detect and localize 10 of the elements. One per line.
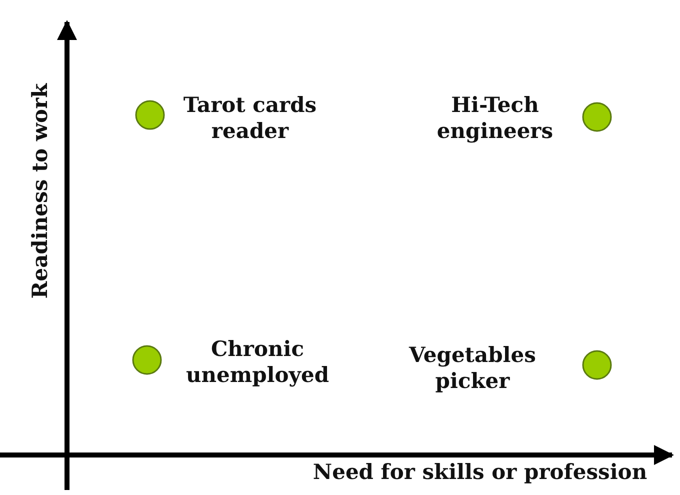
quadrant-label: Vegetables picker bbox=[408, 342, 537, 394]
quadrant-label: Hi-Tech engineers bbox=[436, 92, 554, 144]
dot-marker bbox=[135, 100, 165, 130]
dot-marker bbox=[582, 350, 612, 380]
quadrant-label: Chronic unemployed bbox=[184, 336, 330, 388]
quadrant-label: Tarot cards reader bbox=[182, 92, 318, 144]
axis-title: Need for skills or profession bbox=[312, 459, 648, 485]
axis-title: Readiness to work bbox=[27, 82, 53, 301]
dot-marker bbox=[132, 345, 162, 375]
dot-marker bbox=[582, 102, 612, 132]
